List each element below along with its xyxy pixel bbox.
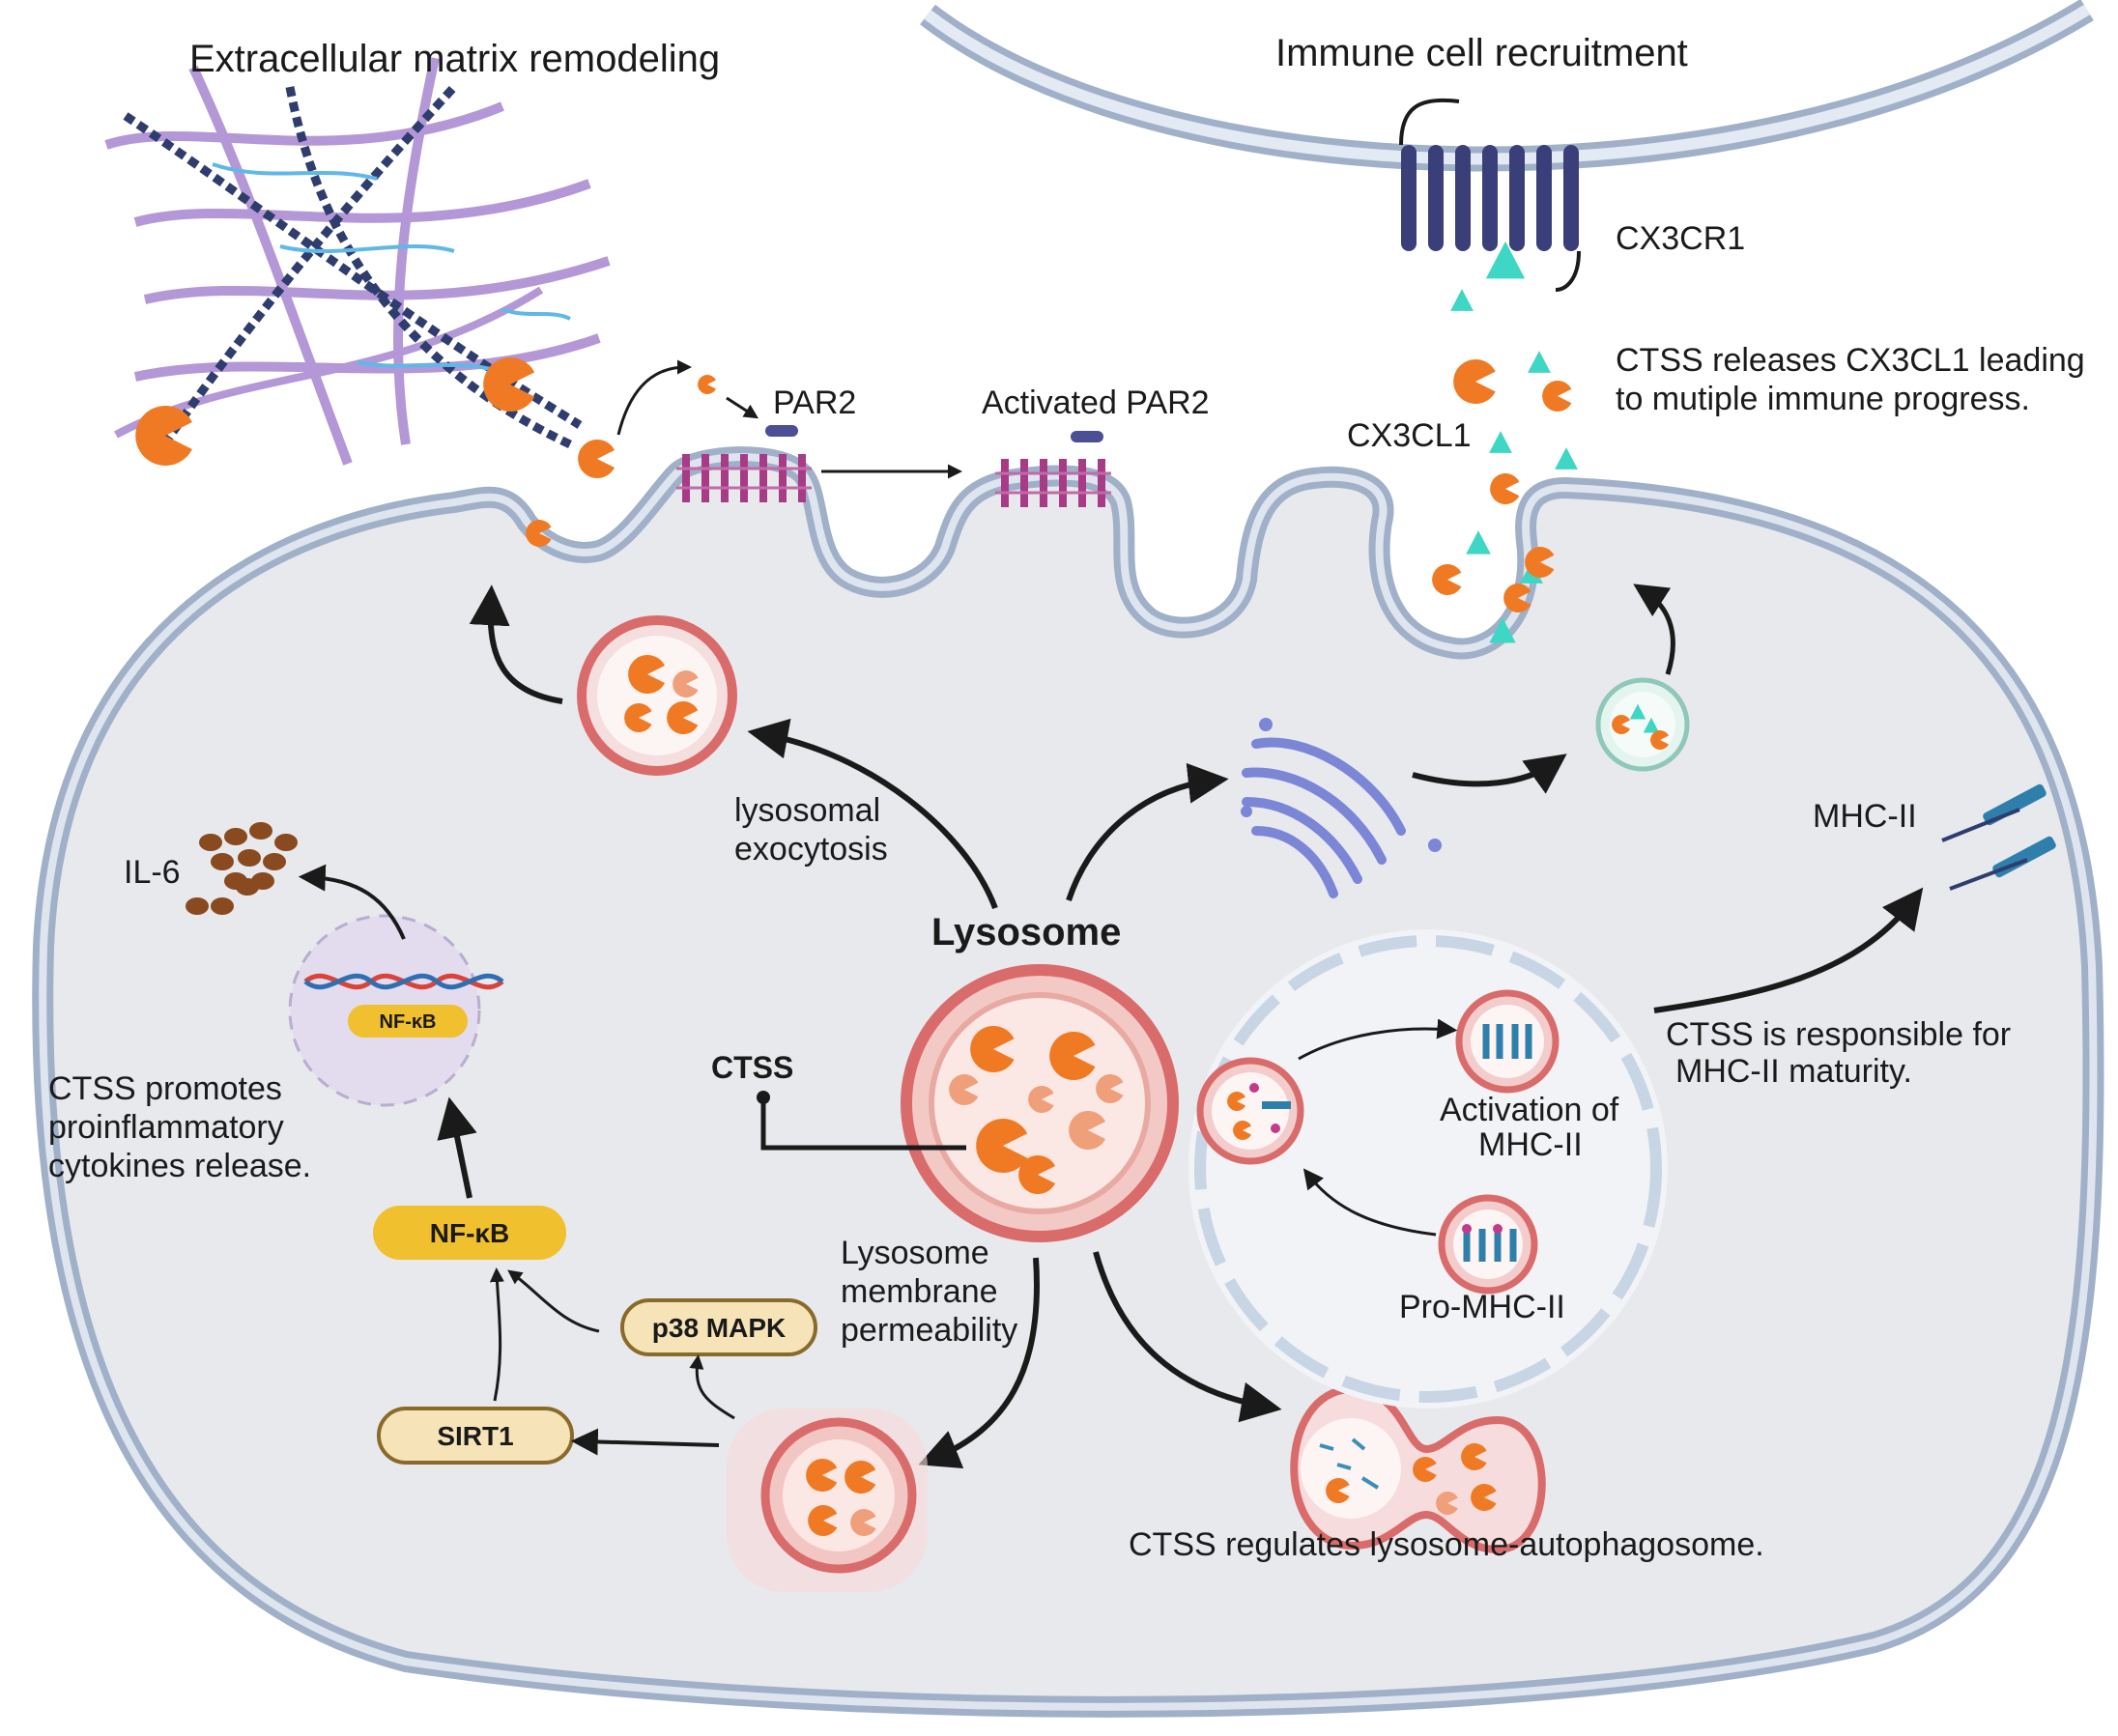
exocytosis-label-line2: exocytosis [734, 831, 888, 868]
endoplasmic-reticulum [1188, 929, 1668, 1409]
ecm-arrow [616, 359, 692, 436]
damaged-to-sirt1-arrow [570, 1428, 720, 1456]
mhc-complex [1262, 1101, 1291, 1109]
chemokine-icon [1528, 351, 1551, 373]
activated-par2-receptor [995, 431, 1111, 507]
nfkb-dna-pill [348, 1005, 468, 1038]
cx3cl1-vesicle [1595, 677, 1690, 772]
sirt1-to-nfkb-arrow [489, 1267, 504, 1402]
ecm-title: Extracellular matrix remodeling [189, 38, 720, 80]
mhc2-label: MHC-II [1813, 798, 1917, 835]
mhc2-membrane-receptor [1941, 783, 2056, 891]
damaged-to-p38-arrow [689, 1354, 735, 1420]
exocytosis-arrow [469, 584, 563, 704]
enzyme-icon [1490, 473, 1520, 504]
vesicle-to-activated-arrow [1298, 1018, 1458, 1061]
enzyme-icon [1453, 359, 1496, 404]
extracellular-matrix-fibers [104, 56, 611, 466]
golgi-to-vesicle-arrow [1412, 754, 1567, 794]
nucleus-to-il6-arrow [298, 864, 406, 940]
cx3cr1-receptor [1401, 145, 1579, 251]
lmp-label-line3: permeability [841, 1312, 1017, 1349]
nfkb-to-nucleus-arrow [437, 1096, 477, 1199]
exocytosis-vesicle [577, 615, 737, 776]
mhc-activation-line1: Activation of [1440, 1092, 1619, 1128]
pro-mhc-vesicle [1438, 1194, 1538, 1295]
cytokines-note-line1: CTSS promotes [48, 1070, 282, 1107]
enzyme-icon [1432, 564, 1462, 595]
lysosome-to-damaged-arrow [918, 1257, 1040, 1468]
activated-mhc-vesicle [1455, 989, 1560, 1094]
lysosome-to-exocytosis-arrow [747, 718, 998, 910]
enzyme-icon [578, 440, 615, 478]
cleave-arrow [726, 396, 759, 419]
autophagy-label: CTSS regulates lysosome-autophagosome. [1129, 1526, 1764, 1563]
exocytosis-label-line1: lysosomal [734, 792, 880, 829]
ctss-label: CTSS [711, 1050, 793, 1085]
il6-label: IL-6 [124, 854, 181, 891]
cytokines-note-line3: cytokines release. [48, 1148, 311, 1184]
vesicle-to-membrane-arrow [1633, 583, 1675, 675]
sirt1-label: SIRT1 [437, 1421, 513, 1451]
pro-mhc-to-vesicle-arrow [1302, 1168, 1437, 1237]
il6-cytokine-icon [186, 822, 298, 915]
enzyme-icon [135, 406, 192, 466]
lysosome-title: Lysosome [931, 911, 1121, 953]
lysosome-to-autophagosome-arrow [1093, 1251, 1282, 1423]
mhc-vesicle [1196, 1057, 1304, 1165]
nfkb-pill [373, 1206, 566, 1260]
cytokines-note-line2: proinflammatory [48, 1109, 284, 1146]
chemokine-icon [1450, 289, 1474, 311]
par2-label: PAR2 [773, 384, 856, 421]
p38-pill [620, 1298, 817, 1356]
mhc-maturity-arrow [1653, 887, 1924, 1013]
nfkb-dna-label: NF-κB [380, 1011, 437, 1033]
chemokine-icon [1489, 431, 1512, 453]
nfkb-label: NF-κB [430, 1218, 509, 1248]
ctss-connector [760, 1097, 966, 1151]
lmp-label-line2: membrane [841, 1273, 998, 1310]
immune-title: Immune cell recruitment [1275, 32, 1688, 74]
cx3cl1-note-line1: CTSS releases CX3CL1 leading [1616, 342, 2085, 379]
damaged-lysosome [727, 1409, 928, 1592]
lysosome-to-golgi-arrow [1066, 762, 1229, 901]
pro-mhc-label: Pro-MHC-II [1399, 1289, 1565, 1325]
lmp-label-line1: Lysosome [841, 1235, 989, 1271]
cx3cr1-label: CX3CR1 [1616, 220, 1745, 257]
mhc-maturity-line1: CTSS is responsible for [1666, 1016, 2011, 1053]
mhc-activation-line2: MHC-II [1478, 1126, 1583, 1163]
activated-par2-label: Activated PAR2 [982, 384, 1210, 421]
dna-helix-icon [303, 973, 504, 990]
enzyme-icon [698, 375, 716, 394]
chemokine-icon [1466, 530, 1491, 555]
cx3cl1-note-line2: to mutiple immune progress. [1616, 381, 2030, 417]
p38-label: p38 MAPK [652, 1313, 786, 1343]
p38-to-nfkb-arrow [507, 1269, 600, 1333]
golgi-icon [1241, 718, 1442, 898]
chemokine-icon [1555, 447, 1578, 470]
enzyme-icon [1542, 381, 1572, 412]
mhc-maturity-line2: MHC-II maturity. [1675, 1053, 1912, 1090]
par2-receptor [676, 425, 812, 502]
cx3cl1-label: CX3CL1 [1347, 417, 1472, 454]
